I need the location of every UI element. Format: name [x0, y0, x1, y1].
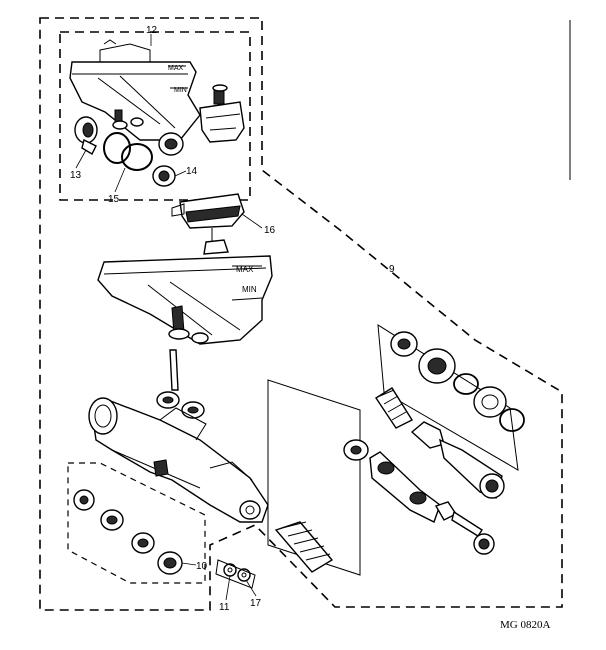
grommet-13	[152, 165, 176, 187]
callout-10: 10	[196, 561, 208, 572]
leader-13	[174, 170, 187, 177]
filler-cap-15	[171, 193, 245, 255]
main-reservoir-min-mark: MIN	[242, 285, 257, 294]
grommet-13-upper	[158, 132, 184, 156]
callout-12: 13	[70, 170, 82, 181]
diagram-reference-code: MG 0820A	[500, 619, 550, 631]
callout-15: 16	[264, 225, 276, 236]
retaining-pin	[169, 349, 179, 391]
o-ring-14	[121, 143, 153, 171]
seal-12	[74, 116, 98, 155]
callout-16: 17	[250, 598, 262, 609]
leader-12	[75, 149, 87, 169]
leader-14	[114, 167, 126, 193]
callout-9: 9	[389, 264, 395, 275]
callout-17: 11	[219, 602, 230, 613]
callout-13: 14	[186, 166, 198, 177]
callout-11: 12	[146, 25, 158, 36]
leader-16	[245, 579, 257, 597]
kit-11-boundary	[59, 31, 251, 201]
small-reservoir-min-mark: MIN	[174, 87, 187, 94]
kit-9-boundary	[39, 17, 563, 611]
piston-kit-boundary-upper	[377, 324, 519, 471]
small-reservoir-max-mark: MAX	[168, 65, 184, 72]
callout-14: 15	[108, 194, 120, 205]
o-ring-14-outer	[103, 132, 131, 164]
main-reservoir	[97, 255, 273, 345]
leader-15	[241, 213, 263, 229]
leader-10	[181, 562, 197, 566]
piston-kit-boundary-lower	[267, 379, 361, 576]
washer-17	[223, 563, 237, 577]
leader-17	[225, 575, 231, 601]
primary-spring	[274, 521, 334, 573]
master-cylinder-body	[88, 397, 269, 523]
main-reservoir-max-mark: MAX	[236, 265, 254, 274]
washer-box	[215, 559, 256, 589]
primary-piston	[343, 439, 495, 555]
piston-seals	[390, 331, 525, 432]
secondary-piston	[375, 387, 505, 499]
reservoir-cap	[199, 84, 245, 143]
reservoir-grommets	[156, 391, 205, 419]
seal-kit-10-items	[73, 489, 183, 575]
